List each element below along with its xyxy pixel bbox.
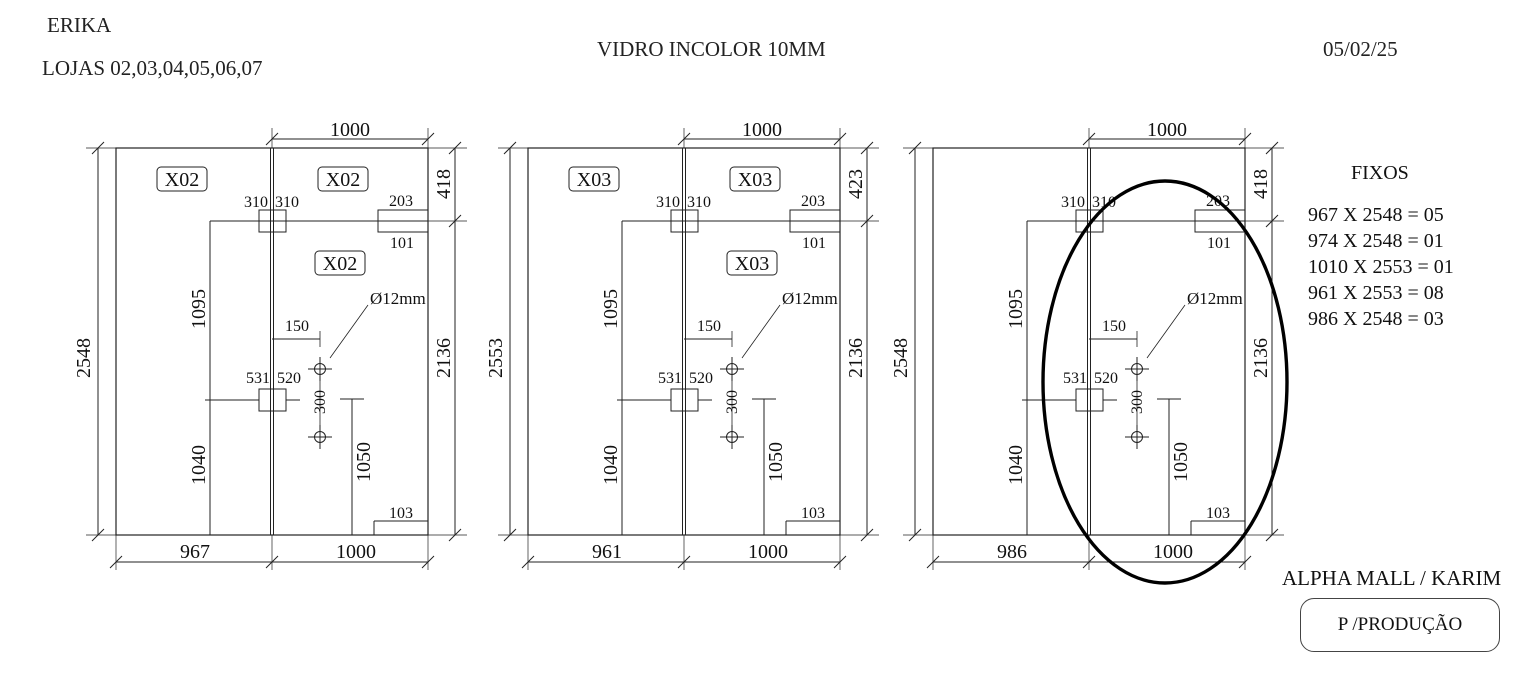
hinge-block: [258, 388, 287, 412]
hinge-block: [670, 388, 699, 412]
hinge-block: [1075, 209, 1104, 233]
dim-150: 150: [1102, 318, 1126, 335]
panel-tag-box: [314, 250, 366, 276]
stores-list: LOJAS 02,03,04,05,06,07: [42, 56, 263, 80]
dim-203: 203: [801, 193, 825, 210]
dim-left-width: 961: [592, 541, 622, 563]
production-stamp: P /PRODUÇÃO: [1300, 598, 1500, 652]
dim-right-width: 1000: [336, 541, 376, 563]
fixos-item: 986 X 2548 = 03: [1308, 308, 1444, 330]
dim-101: 101: [390, 235, 414, 252]
panel-tag: X03: [738, 169, 772, 191]
fixos-list: 967 X 2548 = 05 974 X 2548 = 01 1010 X 2…: [1308, 202, 1454, 332]
panel-tag: X02: [323, 253, 357, 275]
dim-101: 101: [1207, 235, 1231, 252]
highlight-ellipse: [1041, 179, 1289, 585]
dim-1095: 1095: [600, 289, 622, 329]
dim-right-width: 1000: [1153, 541, 1193, 563]
client-name: ERIKA: [47, 13, 112, 37]
fixos-item: 974 X 2548 = 01: [1308, 230, 1444, 252]
dim-150: 150: [697, 318, 721, 335]
dim-300: 300: [1129, 390, 1146, 414]
panel-tag-box: [568, 166, 620, 192]
hinge-block: [1075, 388, 1104, 412]
drawing-line: [329, 304, 369, 359]
dim-310-left: 310: [1061, 194, 1085, 211]
dim-310-right: 310: [687, 194, 711, 211]
dim-left-width: 967: [180, 541, 210, 563]
dim-total-height: 2548: [890, 338, 912, 378]
panel-tag: X03: [577, 169, 611, 191]
dim-transom-height: 418: [433, 169, 455, 199]
panel-tag-box: [729, 166, 781, 192]
dim-right-width: 1000: [748, 541, 788, 563]
panel-outline: [932, 147, 1246, 536]
dim-total-height: 2553: [485, 338, 507, 378]
dim-310-right: 310: [1092, 194, 1116, 211]
panel-tag-box: [726, 250, 778, 276]
dim-total-height: 2548: [73, 338, 95, 378]
dim-531: 531: [246, 370, 270, 387]
dim-300: 300: [724, 390, 741, 414]
dim-520: 520: [689, 370, 713, 387]
site-label: ALPHA MALL / KARIM: [1282, 566, 1502, 590]
panel-tag: X02: [326, 169, 360, 191]
hinge-block: [670, 209, 699, 233]
panel-outline: [527, 147, 841, 536]
fixos-item: 961 X 2553 = 08: [1308, 282, 1444, 304]
panel-tag-box: [317, 166, 369, 192]
hole-diameter-label: Ø12mm: [1187, 289, 1243, 308]
dim-103: 103: [801, 505, 825, 522]
fixos-item: 1010 X 2553 = 01: [1308, 256, 1454, 278]
dim-103: 103: [389, 505, 413, 522]
hole-diameter-label: Ø12mm: [782, 289, 838, 308]
drawing-line: [741, 304, 781, 359]
dim-transom-height: 418: [1250, 169, 1272, 199]
drawing-line: [1146, 304, 1186, 359]
dim-top-width: 1000: [330, 119, 370, 141]
dim-531: 531: [1063, 370, 1087, 387]
dim-left-width: 986: [997, 541, 1027, 563]
dim-310-left: 310: [244, 194, 268, 211]
panel-tag-box: [156, 166, 208, 192]
panel-tag: X02: [165, 169, 199, 191]
dim-top-width: 1000: [742, 119, 782, 141]
dim-1040: 1040: [600, 445, 622, 485]
dim-1050: 1050: [765, 442, 787, 482]
dim-door-height: 2136: [845, 338, 867, 378]
dim-1095: 1095: [188, 289, 210, 329]
dim-1050: 1050: [353, 442, 375, 482]
panel-outline: [115, 147, 429, 536]
dim-1040: 1040: [188, 445, 210, 485]
hinge-block: [258, 209, 287, 233]
dim-310-left: 310: [656, 194, 680, 211]
production-label: P /PRODUÇÃO: [1337, 614, 1463, 635]
dim-transom-height: 423: [845, 169, 867, 199]
dim-1050: 1050: [1170, 442, 1192, 482]
dim-520: 520: [1094, 370, 1118, 387]
dim-1095: 1095: [1005, 289, 1027, 329]
hole-diameter-label: Ø12mm: [370, 289, 426, 308]
fixos-item: 967 X 2548 = 05: [1308, 204, 1444, 226]
dim-top-width: 1000: [1147, 119, 1187, 141]
dim-300: 300: [312, 390, 329, 414]
dim-531: 531: [658, 370, 682, 387]
dim-103: 103: [1206, 505, 1230, 522]
glass-spec-title: VIDRO INCOLOR 10MM: [597, 37, 826, 61]
dim-101: 101: [802, 235, 826, 252]
panel-tag: X03: [735, 253, 769, 275]
drawing-date: 05/02/25: [1323, 37, 1398, 61]
dim-150: 150: [285, 318, 309, 335]
dim-520: 520: [277, 370, 301, 387]
dim-door-height: 2136: [433, 338, 455, 378]
dim-310-right: 310: [275, 194, 299, 211]
dim-door-height: 2136: [1250, 338, 1272, 378]
dim-1040: 1040: [1005, 445, 1027, 485]
fixos-title: FIXOS: [1351, 162, 1409, 184]
dim-203: 203: [389, 193, 413, 210]
